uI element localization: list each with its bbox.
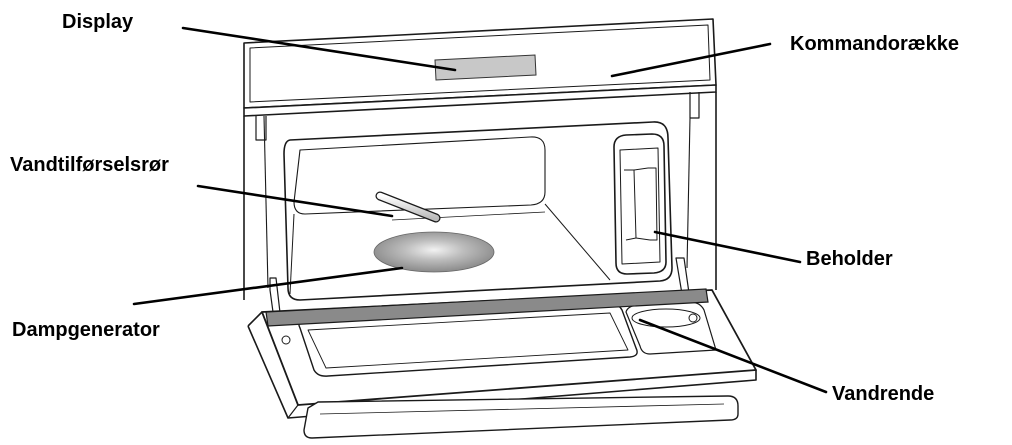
- steam-generator-plate: [373, 231, 495, 273]
- door-seal: [265, 288, 709, 327]
- callout-line-pipe: [196, 184, 394, 218]
- display-window: [434, 54, 537, 81]
- label-steam-generator: Dampgenerator: [12, 319, 160, 341]
- callout-line-steam: [132, 266, 404, 306]
- label-display: Display: [62, 11, 134, 33]
- callout-line-display: [181, 26, 457, 72]
- door-handle: [303, 395, 739, 439]
- label-command-bar: Kommandorække: [790, 33, 959, 55]
- label-water-gutter: Vandrende: [832, 383, 935, 405]
- label-container: Beholder: [806, 248, 893, 270]
- callout-line-gutter: [638, 318, 828, 394]
- callout-line-container: [653, 230, 802, 264]
- callout-lines: [132, 26, 828, 394]
- water-pipe: [375, 191, 441, 223]
- water-container: [613, 133, 667, 275]
- callout-line-command: [610, 42, 772, 78]
- label-water-pipe: Vandtilførselsrør: [10, 154, 169, 176]
- oven-body: [243, 18, 757, 439]
